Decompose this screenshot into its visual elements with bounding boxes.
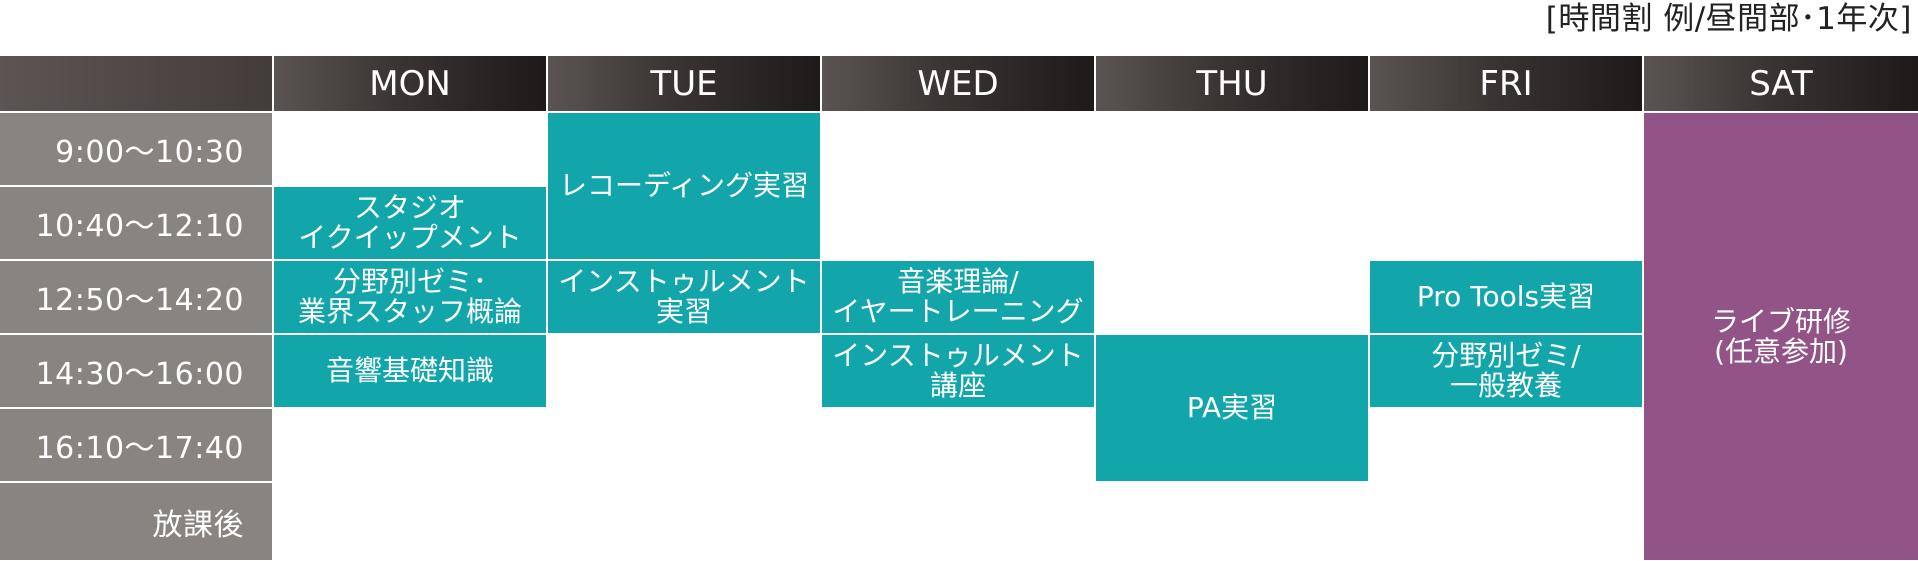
class-mon-studio: スタジオイクイップメント [274,187,546,259]
class-wed-theory: 音楽理論/イヤートレーニング [822,261,1094,333]
class-tue-recording: レコーディング実習 [548,113,820,259]
class-thu-pa: PA実習 [1096,335,1368,481]
class-mon-seminar: 分野別ゼミ･業界スタッフ概論 [274,261,546,333]
period-1: 9:00〜10:30 [0,113,272,185]
period-after-school: 放課後 [0,483,272,560]
timetable-grid: MON TUE WED THU FRI SAT 9:00〜10:30 10:40… [0,56,1918,560]
class-fri-protools: Pro Tools実習 [1370,261,1642,333]
class-wed-instrument: インストゥルメント講座 [822,335,1094,407]
header-wed: WED [822,56,1094,111]
class-fri-seminar: 分野別ゼミ/一般教養 [1370,335,1642,407]
class-sat-live: ライブ研修(任意参加) [1644,113,1918,560]
header-thu: THU [1096,56,1368,111]
period-5: 16:10〜17:40 [0,409,272,481]
header-sat: SAT [1644,56,1918,111]
header-tue: TUE [548,56,820,111]
period-3: 12:50〜14:20 [0,261,272,333]
header-fri: FRI [1370,56,1642,111]
header-mon: MON [274,56,546,111]
period-4: 14:30〜16:00 [0,335,272,407]
class-mon-acoustics: 音響基礎知識 [274,335,546,407]
period-2: 10:40〜12:10 [0,187,272,259]
header-corner [0,56,272,111]
timetable-caption: [時間割 例/昼間部･1年次] [1545,1,1912,37]
class-tue-instrument: インストゥルメント実習 [548,261,820,333]
